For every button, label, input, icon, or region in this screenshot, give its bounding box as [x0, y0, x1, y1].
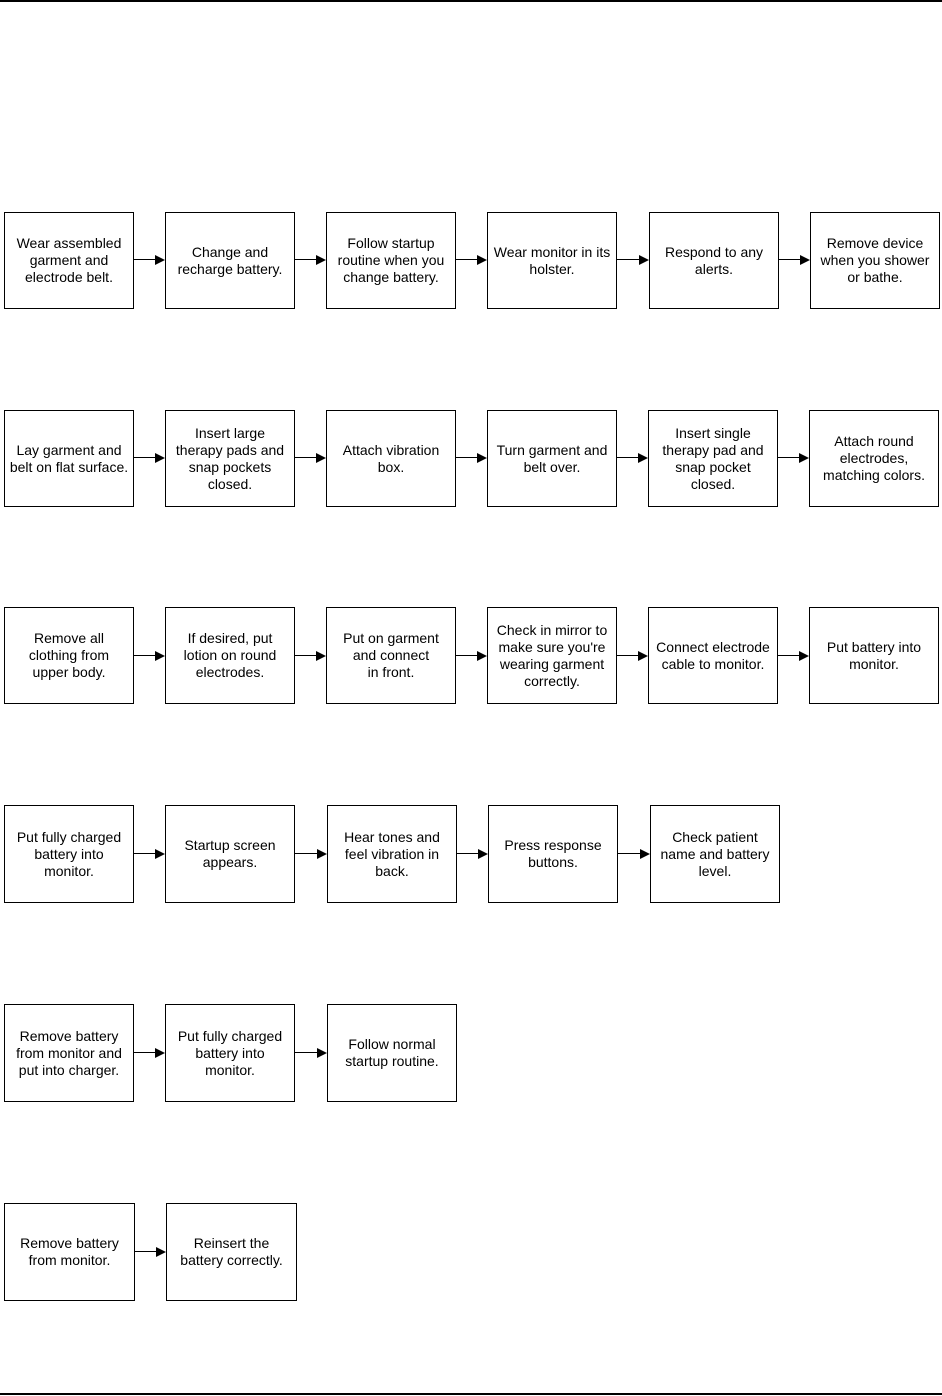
step-label: Follow normal startup routine.: [345, 1036, 439, 1069]
flow-3-step-4: Check in mirror to make sure you're wear…: [487, 607, 617, 704]
flow-6-step-2: Reinsert the battery correctly.: [166, 1203, 297, 1301]
flow-3-step-3: Put on garment and connect in front.: [326, 607, 456, 704]
flow-1-step-1: Wear assembled garment and electrode bel…: [4, 212, 134, 309]
flow-5-step-1: Remove battery from monitor and put into…: [4, 1004, 134, 1102]
arrow-right-icon: [617, 651, 648, 661]
step-label: Attach vibration box.: [342, 441, 440, 475]
step-label: Put on garment and connect in front.: [343, 630, 439, 680]
arrow-right-icon: [618, 849, 650, 859]
step-label: Insert large therapy pads and snap pocke…: [175, 424, 285, 492]
arrow-right-icon: [134, 651, 165, 661]
flow-3-step-1: Remove all clothing from upper body.: [4, 607, 134, 704]
arrow-right-icon: [135, 1247, 166, 1257]
step-label: Remove all clothing from upper body.: [28, 630, 110, 680]
step-label: Attach round electrodes, matching colors…: [823, 433, 925, 483]
arrow-right-icon: [617, 453, 648, 463]
flow-4-step-4: Press response buttons.: [488, 805, 618, 903]
step-label: Turn garment and belt over.: [496, 441, 608, 475]
step-label: Respond to any alerts.: [664, 243, 764, 277]
arrow-right-icon: [295, 651, 326, 661]
arrow-right-icon: [779, 255, 810, 265]
flow-4-step-2: Startup screen appears.: [165, 805, 295, 903]
flow-4-step-5: Check patient name and battery level.: [650, 805, 780, 903]
step-label: Startup screen appears.: [184, 837, 276, 870]
arrow-right-icon: [134, 1048, 165, 1058]
flow-5-step-3: Follow normal startup routine.: [327, 1004, 457, 1102]
arrow-right-icon: [295, 1048, 327, 1058]
arrow-right-icon: [456, 255, 487, 265]
flow-2-step-6: Attach round electrodes, matching colors…: [809, 410, 939, 507]
step-label: Insert single therapy pad and snap pocke…: [662, 424, 764, 492]
step-label: Change and recharge battery.: [177, 243, 283, 277]
step-label: Put battery into monitor.: [826, 638, 922, 672]
arrow-right-icon: [295, 453, 326, 463]
step-label: Put fully charged battery into monitor.: [16, 828, 122, 879]
flow-4-step-1: Put fully charged battery into monitor.: [4, 805, 134, 903]
flow-1-step-5: Respond to any alerts.: [649, 212, 779, 309]
flow-3-step-5: Connect electrode cable to monitor.: [648, 607, 778, 704]
arrow-right-icon: [456, 453, 487, 463]
flow-3-step-6: Put battery into monitor.: [809, 607, 939, 704]
step-label: Remove battery from monitor.: [20, 1235, 119, 1268]
flow-6-step-1: Remove battery from monitor.: [4, 1203, 135, 1301]
step-label: Wear monitor in its holster.: [493, 243, 611, 277]
flow-2-step-5: Insert single therapy pad and snap pocke…: [648, 410, 778, 507]
flow-1-step-2: Change and recharge battery.: [165, 212, 295, 309]
step-label: Remove device when you shower or bathe.: [820, 235, 930, 285]
arrow-right-icon: [295, 255, 326, 265]
step-label: Check patient name and battery level.: [660, 828, 770, 879]
step-label: Lay garment and belt on flat surface.: [9, 441, 129, 475]
arrow-right-icon: [134, 849, 165, 859]
top-rule: [0, 0, 942, 2]
step-label: If desired, put lotion on round electrod…: [183, 630, 277, 680]
flow-1-step-3: Follow startup routine when you change b…: [326, 212, 456, 309]
step-label: Put fully charged battery into monitor.: [177, 1027, 283, 1078]
arrow-right-icon: [134, 453, 165, 463]
step-label: Follow startup routine when you change b…: [337, 235, 445, 285]
arrow-right-icon: [456, 651, 487, 661]
flow-2-step-4: Turn garment and belt over.: [487, 410, 617, 507]
step-label: Check in mirror to make sure you're wear…: [496, 621, 608, 689]
flow-1-step-4: Wear monitor in its holster.: [487, 212, 617, 309]
arrow-right-icon: [778, 453, 809, 463]
arrow-right-icon: [457, 849, 488, 859]
step-label: Remove battery from monitor and put into…: [16, 1027, 122, 1078]
arrow-right-icon: [134, 255, 165, 265]
flow-5-step-2: Put fully charged battery into monitor.: [165, 1004, 295, 1102]
flow-2-step-2: Insert large therapy pads and snap pocke…: [165, 410, 295, 507]
step-label: Wear assembled garment and electrode bel…: [16, 235, 122, 285]
flow-1-step-6: Remove device when you shower or bathe.: [810, 212, 940, 309]
flow-2-step-1: Lay garment and belt on flat surface.: [4, 410, 134, 507]
flow-3-step-2: If desired, put lotion on round electrod…: [165, 607, 295, 704]
step-label: Connect electrode cable to monitor.: [656, 638, 770, 672]
arrow-right-icon: [778, 651, 809, 661]
flow-2-step-3: Attach vibration box.: [326, 410, 456, 507]
flow-4-step-3: Hear tones and feel vibration in back.: [327, 805, 457, 903]
arrow-right-icon: [617, 255, 649, 265]
step-label: Press response buttons.: [504, 837, 602, 870]
step-label: Hear tones and feel vibration in back.: [344, 828, 440, 879]
arrow-right-icon: [295, 849, 327, 859]
step-label: Reinsert the battery correctly.: [180, 1235, 283, 1268]
bottom-rule: [0, 1393, 942, 1395]
